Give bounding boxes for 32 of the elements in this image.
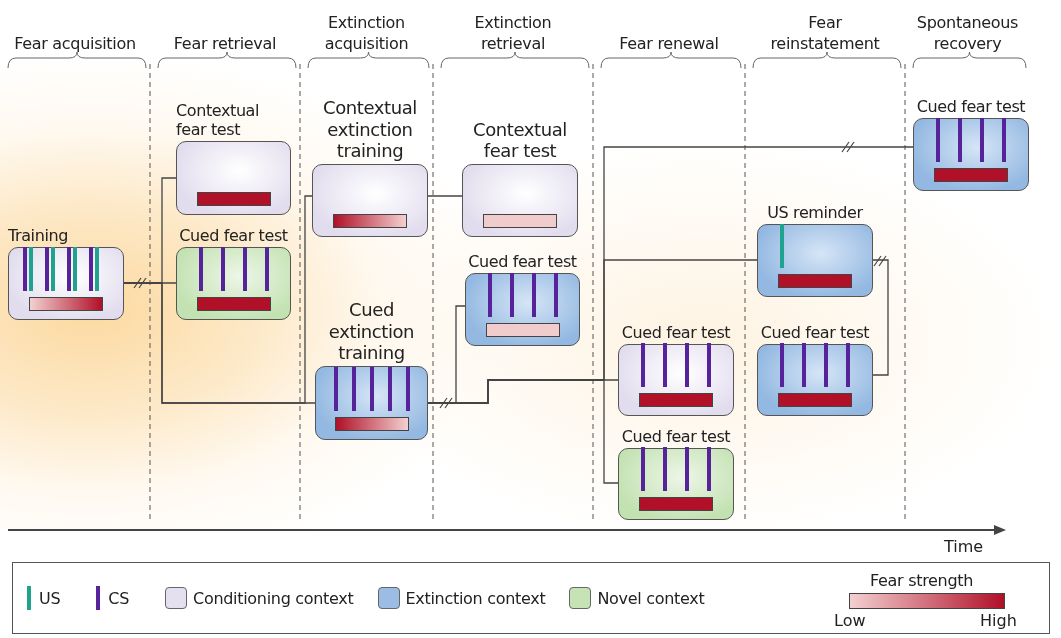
- step-label: Contextual extinction training: [322, 97, 418, 162]
- step-label: US reminder: [767, 202, 863, 222]
- connector-line: [123, 282, 316, 404]
- phase-heading: Fear retrieval: [172, 34, 278, 55]
- axis-label: Time: [944, 537, 984, 556]
- scale-title: Fear strength: [870, 571, 974, 590]
- scale-label: High: [980, 611, 1017, 630]
- step-label: Cued fear test: [621, 426, 731, 446]
- phase-heading: Fear reinstatement: [769, 13, 881, 55]
- connector-line: [427, 379, 619, 484]
- connector-line: [872, 259, 889, 376]
- legend-label: Novel context: [597, 588, 705, 608]
- legend-label: US: [39, 588, 61, 608]
- legend-label: Conditioning context: [193, 588, 354, 608]
- legend-label: Extinction context: [405, 588, 546, 608]
- step-label: Cued fear test: [916, 96, 1026, 116]
- phase-heading: Spontaneous recovery: [915, 13, 1020, 55]
- step-label: Cued extinction training: [327, 299, 416, 364]
- scale-label: Low: [834, 611, 866, 630]
- legend-label: CS: [108, 588, 129, 608]
- step-label: Training: [8, 225, 68, 245]
- step-label: Cued fear test: [468, 251, 577, 271]
- step-label: Contextual fear test: [176, 100, 261, 139]
- phase-heading: Extinction retrieval: [473, 13, 553, 55]
- step-label: Cued fear test: [179, 225, 288, 245]
- step-label: Cued fear test: [621, 322, 731, 342]
- connector-line: [427, 195, 463, 197]
- phase-heading: Fear acquisition: [13, 34, 137, 55]
- phase-heading: Extinction acquisition: [323, 13, 410, 55]
- step-label: Cued fear test: [760, 322, 870, 342]
- step-label: Contextual fear test: [472, 118, 568, 162]
- phase-heading: Fear renewal: [618, 34, 720, 55]
